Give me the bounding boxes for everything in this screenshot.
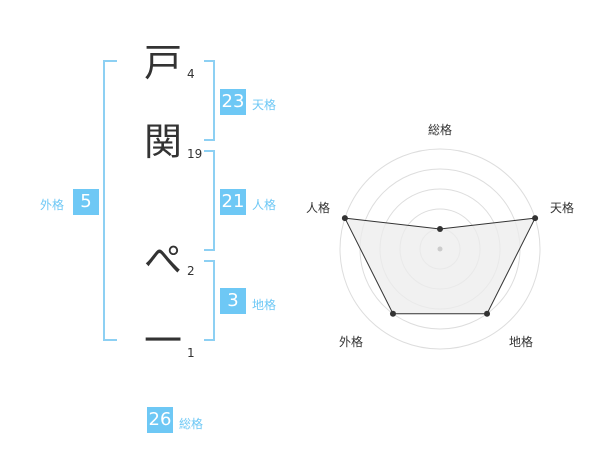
radar-label-soukaku: 総格	[428, 122, 452, 137]
radar-label-chikaku: 地格	[509, 334, 533, 349]
name-char-2: 関	[143, 120, 182, 164]
chikaku-bracket	[204, 260, 215, 341]
radar-point	[437, 226, 443, 232]
tenkaku-label: 天格	[252, 98, 277, 112]
name-char-1: 戸	[143, 41, 182, 85]
radar-point	[341, 215, 348, 222]
radar-center-dot	[437, 246, 443, 252]
stroke-count-1: 4	[187, 67, 195, 81]
radar-points	[341, 215, 539, 317]
name-char-4: 一	[143, 319, 182, 363]
gaikaku-value: 5	[73, 189, 99, 215]
tenkaku-bracket	[204, 60, 215, 141]
radar-point	[389, 310, 396, 317]
tenkaku-value: 23	[220, 89, 246, 115]
soukaku-value: 26	[147, 407, 173, 433]
jinkaku-bracket	[204, 150, 215, 251]
stroke-count-3: 2	[187, 264, 195, 278]
chikaku-label: 地格	[252, 298, 277, 312]
stroke-count-4: 1	[187, 346, 195, 360]
jinkaku-value: 21	[220, 189, 246, 215]
radar-point	[484, 310, 491, 317]
radar-label-gaikaku: 外格	[339, 334, 363, 349]
stroke-count-2: 19	[187, 147, 203, 161]
radar-label-jinkaku: 人格	[306, 200, 330, 215]
gaikaku-bracket	[103, 60, 117, 341]
radar-ring	[339, 148, 541, 350]
soukaku-label: 総格	[179, 417, 204, 431]
radar-area	[344, 217, 536, 315]
radar-point	[532, 215, 539, 222]
radar-label-tenkaku: 天格	[550, 200, 574, 215]
chikaku-value: 3	[220, 288, 246, 314]
jinkaku-label: 人格	[252, 198, 277, 212]
name-char-3: ぺ	[143, 238, 182, 282]
gaikaku-label: 外格	[40, 198, 65, 212]
